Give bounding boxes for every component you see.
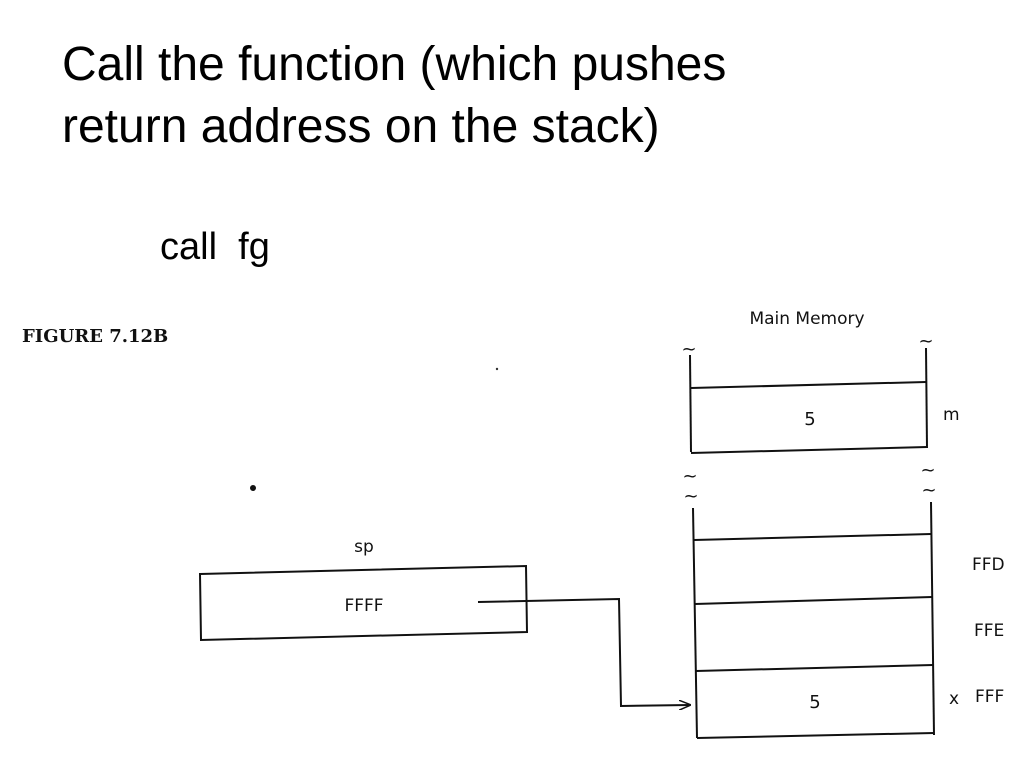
stack-cell-value: 5 [809, 692, 820, 713]
stack-cell-border [695, 664, 934, 672]
memory-cell-top [690, 381, 927, 389]
upper-cell-value: 5 [804, 409, 815, 430]
stack-cell-border [693, 533, 932, 541]
title-line-1: Call the function (which pushes [62, 38, 727, 91]
stack-left-wall [692, 507, 698, 739]
scan-dot [250, 485, 256, 491]
sp-pointer-arrow [477, 597, 690, 706]
stack-memory-segment: ~ ~ FFD FFE x FFF 5 [683, 480, 1005, 739]
break-mark: ~ [683, 486, 698, 507]
break-mark: ~ [920, 460, 935, 481]
title-line-2: return address on the stack) [62, 100, 660, 153]
break-mark: ~ [921, 480, 936, 501]
memory-title: Main Memory [749, 309, 864, 329]
stack-right-wall [930, 501, 935, 736]
upper-cell-label: m [943, 405, 960, 425]
stack-address-ffe: FFE [974, 621, 1004, 641]
break-mark: ~ [918, 331, 933, 352]
sp-label: sp [354, 537, 374, 557]
stack-cell-border [696, 732, 935, 739]
sp-value: FFFF [344, 596, 383, 616]
figure-label: FIGURE 7.12B [22, 326, 168, 347]
stack-address-ffd: FFD [972, 555, 1005, 575]
break-mark: ~ [682, 466, 697, 487]
stack-cell-marker: x [949, 689, 959, 709]
break-mark: ~ [681, 339, 696, 360]
sp-register-box [198, 564, 529, 642]
upper-memory-segment: ~ ~ ~ ~ 5 m [681, 331, 959, 487]
memory-right-wall [925, 347, 928, 449]
stack-address-fff: FFF [975, 687, 1004, 707]
scan-dot [495, 367, 499, 371]
memory-left-wall [689, 354, 692, 453]
memory-cell-bottom [690, 446, 928, 454]
memory-diagram: FIGURE 7.12B Main Memory ~ ~ ~ ~ 5 m ~ ~ [22, 309, 1005, 739]
code-instruction: call fg [160, 226, 270, 268]
slide-title: Call the function (which pushes return a… [62, 34, 962, 158]
sp-register: sp FFFF [198, 537, 529, 642]
stack-cell-border [694, 596, 933, 605]
